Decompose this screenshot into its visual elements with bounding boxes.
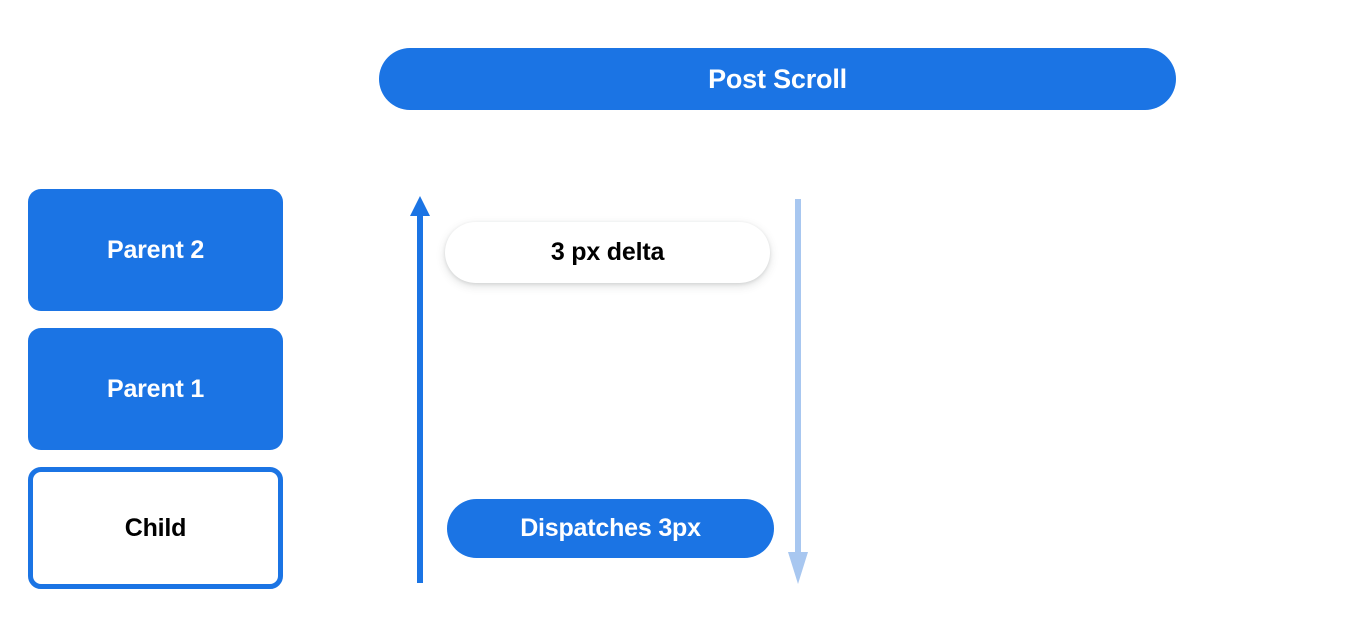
scroll-down-arrow <box>787 196 809 591</box>
arrow-down-icon <box>788 199 808 584</box>
node-parent-2-label: Parent 2 <box>106 235 205 264</box>
dispatch-callout: Dispatches 3px <box>447 499 774 558</box>
post-scroll-title-banner: Post Scroll <box>379 48 1176 110</box>
page-title: Post Scroll <box>708 63 847 94</box>
node-parent-1-label: Parent 1 <box>106 374 205 403</box>
scroll-up-arrow <box>409 196 431 591</box>
node-parent-1: Parent 1 <box>28 328 283 450</box>
node-parent-2: Parent 2 <box>28 189 283 311</box>
delta-callout-label: 3 px delta <box>550 238 665 266</box>
scroll-hierarchy-stack: Parent 2 Parent 1 Child <box>28 189 283 589</box>
arrow-up-icon <box>410 196 430 583</box>
dispatch-callout-label: Dispatches 3px <box>520 514 701 542</box>
node-child: Child <box>28 467 283 589</box>
node-child-label: Child <box>124 513 187 542</box>
delta-callout: 3 px delta <box>445 222 770 283</box>
